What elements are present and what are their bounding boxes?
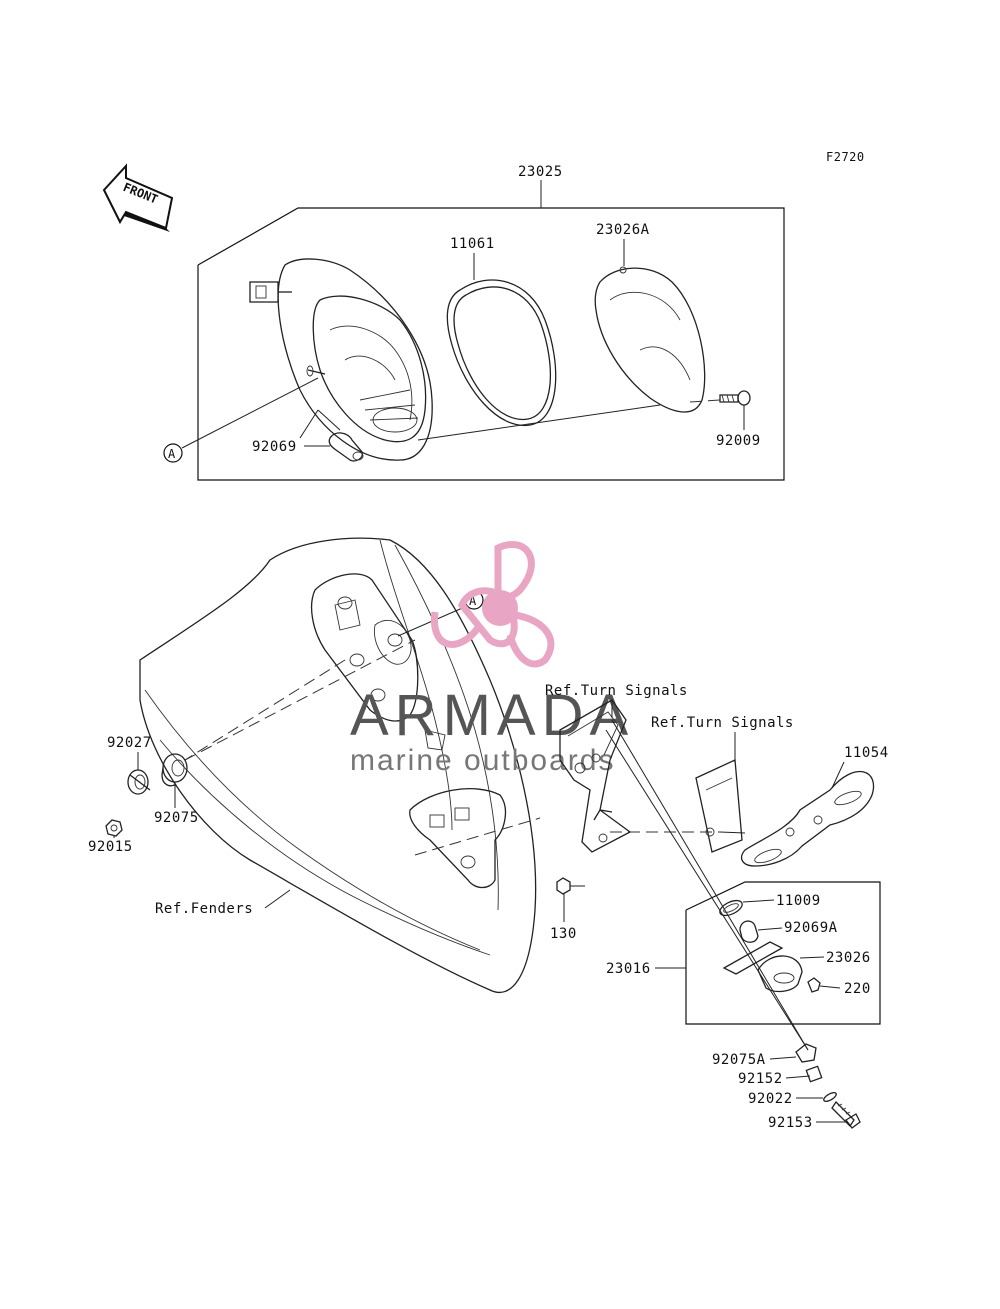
label-taillight-assembly: 23025 bbox=[518, 164, 563, 180]
bracket-11054 bbox=[719, 770, 875, 867]
label-bolt-92153: 92153 bbox=[768, 1115, 813, 1131]
svg-text:A: A bbox=[168, 447, 176, 461]
screw-220 bbox=[807, 977, 841, 993]
label-screw: 92009 bbox=[716, 433, 761, 449]
label-bulb: 92069 bbox=[252, 439, 297, 455]
label-cap-nut: 92027 bbox=[107, 735, 152, 751]
label-collar: 92152 bbox=[738, 1071, 783, 1087]
bolt-130 bbox=[556, 877, 585, 895]
figure-code: F2720 bbox=[826, 150, 865, 164]
label-nut: 92015 bbox=[88, 839, 133, 855]
label-grommet-a: 92075A bbox=[712, 1052, 766, 1068]
turn-signal-bracket bbox=[695, 759, 743, 853]
nut-92015 bbox=[105, 819, 123, 837]
label-lens: 23026A bbox=[596, 222, 650, 238]
washer-92022 bbox=[823, 1091, 837, 1103]
watermark-brand: ARMADA bbox=[350, 683, 634, 748]
gasket-11061 bbox=[446, 279, 557, 426]
propeller-logo-icon bbox=[430, 541, 555, 668]
screw-92009 bbox=[689, 390, 751, 406]
label-bolt-130: 130 bbox=[550, 926, 577, 942]
bulb-92069 bbox=[328, 432, 364, 462]
collar-92152 bbox=[805, 1065, 823, 1083]
label-grommet: 92075 bbox=[154, 810, 199, 826]
license-gasket-11009 bbox=[719, 899, 743, 917]
grommet-92075A bbox=[795, 1043, 817, 1063]
taillight-assembly-frame bbox=[197, 207, 785, 481]
label-license-lens: 23026 bbox=[826, 950, 871, 966]
license-lens-23026 bbox=[722, 941, 803, 993]
label-ref-fenders: Ref.Fenders bbox=[155, 901, 253, 917]
license-bulb-92069A bbox=[739, 920, 759, 943]
license-lamp-assembly-frame bbox=[685, 881, 881, 1025]
lens-23026A bbox=[594, 266, 706, 413]
label-ref-turn-signals-1: Ref.Turn Signals bbox=[545, 683, 688, 699]
rear-fender bbox=[139, 537, 537, 994]
label-screw-220: 220 bbox=[844, 981, 871, 997]
watermark-tagline: marine outboards bbox=[350, 744, 615, 777]
callout-a-top: A bbox=[163, 443, 183, 463]
label-ref-turn-signals-2: Ref.Turn Signals bbox=[651, 715, 794, 731]
taillight-housing bbox=[249, 258, 433, 461]
cap-nut-92027 bbox=[127, 769, 151, 795]
label-license-lamp-assembly: 23016 bbox=[606, 961, 651, 977]
label-washer: 92022 bbox=[748, 1091, 793, 1107]
label-bracket: 11054 bbox=[844, 745, 889, 761]
label-license-gasket: 11009 bbox=[776, 893, 821, 909]
armada-watermark: ARMADA marine outboards bbox=[350, 541, 634, 777]
label-gasket: 11061 bbox=[450, 236, 495, 252]
license-bracket bbox=[559, 699, 632, 853]
label-license-bulb: 92069A bbox=[784, 920, 838, 936]
bolt-92153 bbox=[831, 1100, 861, 1129]
front-arrow-icon: FRONT bbox=[102, 163, 174, 232]
svg-text:A: A bbox=[469, 594, 477, 608]
